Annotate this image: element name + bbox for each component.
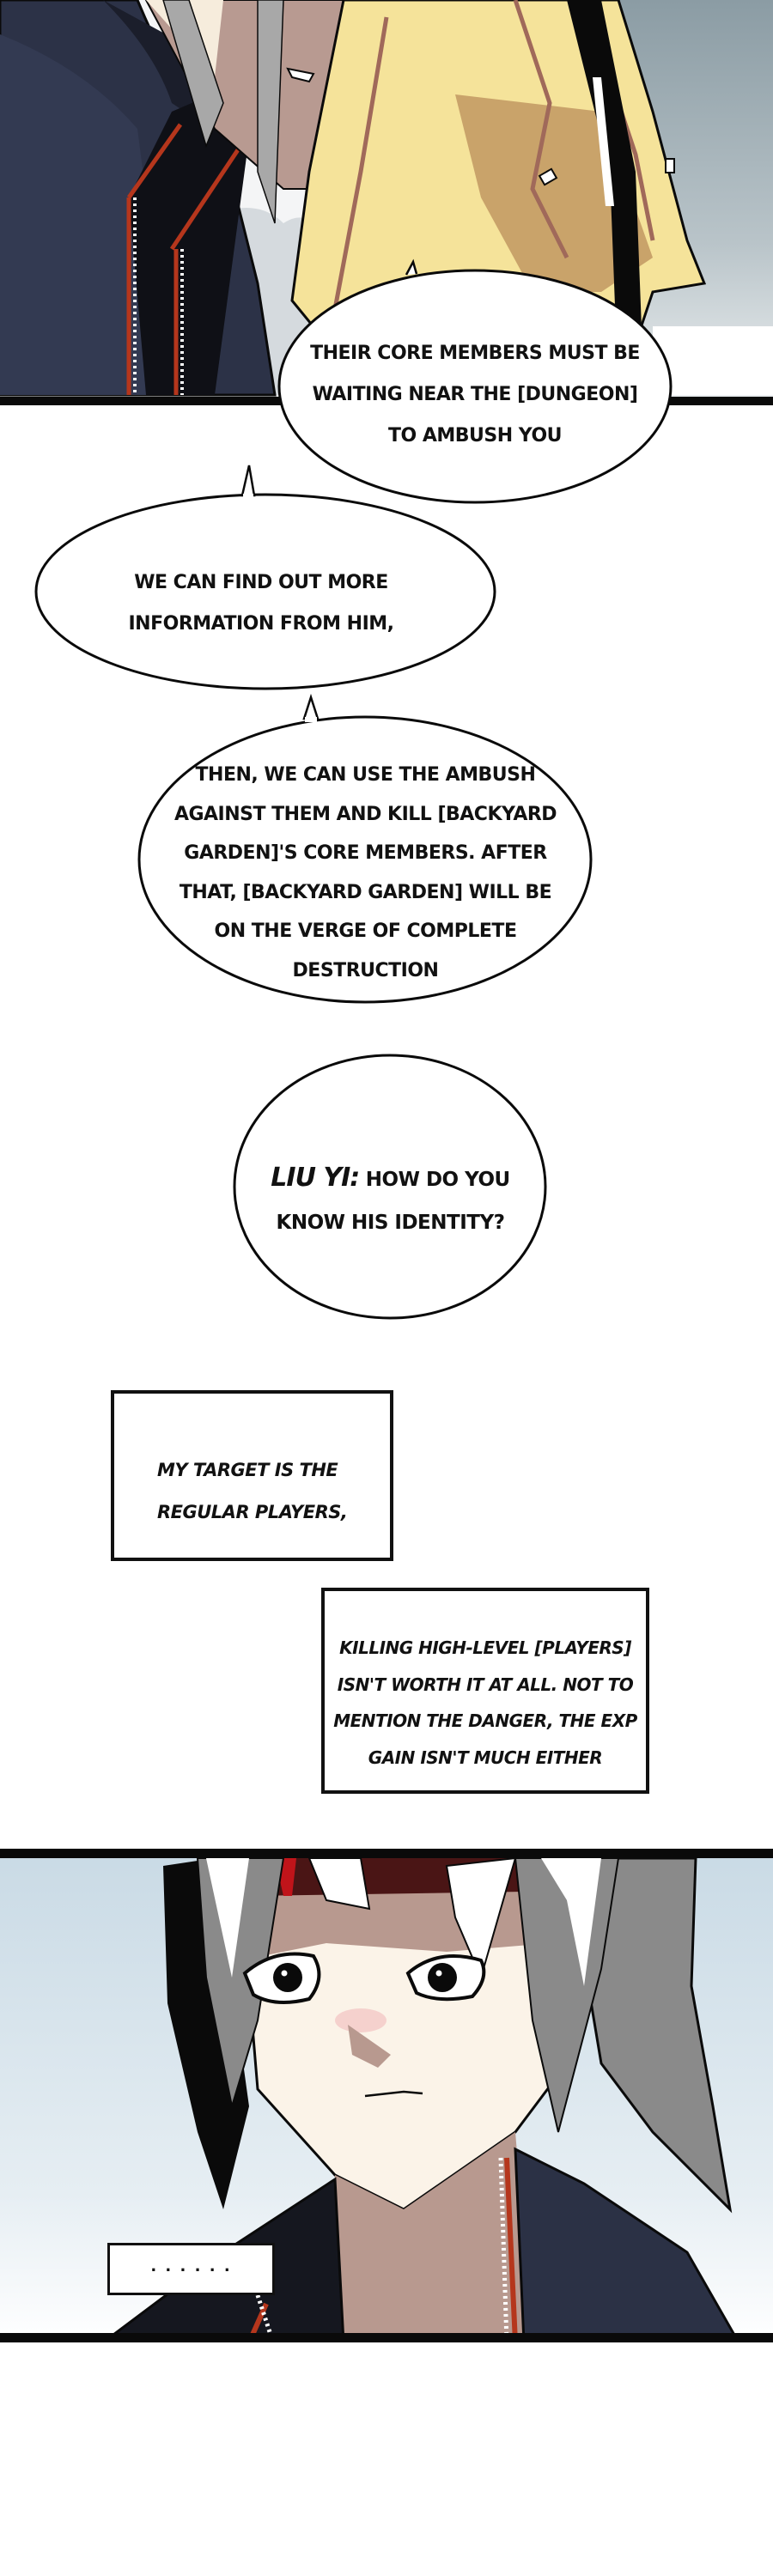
caption-2-line-1: KILLING HIGH-LEVEL [PLAYERS] <box>339 1637 631 1658</box>
speech-bubble-1: THEIR CORE MEMBERS MUST BE WAITING NEAR … <box>277 258 673 504</box>
bubble-3-text: THEN, WE CAN USE THE AMBUSH AGAINST THEM… <box>137 756 593 990</box>
bubble-3-line-3: GARDEN]'S CORE MEMBERS. AFTER <box>184 842 547 864</box>
bubble-4-line-1-text: HOW DO YOU <box>365 1169 510 1191</box>
caption-box-2: KILLING HIGH-LEVEL [PLAYERS] ISN'T WORTH… <box>321 1588 649 1794</box>
bubble-4-line-2: KNOW HIS IDENTITY? <box>276 1212 505 1234</box>
bubble-1-text: THEIR CORE MEMBERS MUST BE WAITING NEAR … <box>277 333 673 457</box>
caption-2-line-4: GAIN ISN'T MUCH EITHER <box>368 1747 603 1768</box>
page-bottom-whitespace <box>0 2342 773 2576</box>
panel-bottom-top-border <box>0 1849 773 1858</box>
bubble-2-outline <box>34 465 496 690</box>
bubble-2-text: WE CAN FIND OUT MORE INFORMATION FROM HI… <box>26 562 496 645</box>
bubble-3-outline <box>137 693 593 1004</box>
bubble-1-outline <box>277 258 673 504</box>
bubble-1-line-1: THEIR CORE MEMBERS MUST BE <box>310 343 640 364</box>
bubble-2-line-2: INFORMATION FROM HIM, <box>128 613 394 635</box>
caption-1-line-1: MY TARGET IS THE <box>157 1460 338 1480</box>
caption-3-text: . . . . . . <box>150 2257 232 2275</box>
caption-2-line-3: MENTION THE DANGER, THE EXP <box>333 1710 637 1731</box>
bubble-3-line-1: THEN, WE CAN USE THE AMBUSH <box>195 764 536 786</box>
panel-bottom-bottom-border <box>0 2333 773 2342</box>
bubble-4-outline <box>233 1054 547 1320</box>
bubble-3-line-6: DESTRUCTION <box>292 959 439 981</box>
speech-bubble-2: WE CAN FIND OUT MORE INFORMATION FROM HI… <box>34 465 496 690</box>
speech-bubble-4: LIU YI: HOW DO YOU KNOW HIS IDENTITY? <box>233 1054 547 1320</box>
caption-2-text: KILLING HIGH-LEVEL [PLAYERS] ISN'T WORTH… <box>325 1630 646 1776</box>
caption-1-text: MY TARGET IS THE REGULAR PLAYERS, <box>157 1449 348 1534</box>
bubble-2-line-1: WE CAN FIND OUT MORE <box>134 572 388 593</box>
bubble-4-text: LIU YI: HOW DO YOU KNOW HIS IDENTITY? <box>234 1157 547 1244</box>
bubble-4-line-1: LIU YI: HOW DO YOU <box>234 1157 547 1201</box>
bubble-1-line-3: TO AMBUSH YOU <box>387 425 563 447</box>
speech-bubble-3: THEN, WE CAN USE THE AMBUSH AGAINST THEM… <box>137 693 593 1005</box>
caption-box-1: MY TARGET IS THE REGULAR PLAYERS, <box>111 1390 393 1561</box>
bubble-3-line-5: ON THE VERGE OF COMPLETE <box>214 920 517 942</box>
caption-box-3-ellipsis: . . . . . . <box>107 2243 275 2295</box>
bubble-3-line-4: THAT, [BACKYARD GARDEN] WILL BE <box>179 881 552 903</box>
panel-bottom-character-closeup: . . . . . . <box>0 1849 773 2342</box>
speaker-name: LIU YI: <box>271 1163 360 1193</box>
caption-1-line-2: REGULAR PLAYERS, <box>157 1502 348 1522</box>
bubble-3-line-2: AGAINST THEM AND KILL [BACKYARD <box>173 803 557 825</box>
caption-2-line-2: ISN'T WORTH IT AT ALL. NOT TO <box>337 1674 634 1695</box>
bubble-1-line-2: WAITING NEAR THE [DUNGEON] <box>312 384 638 405</box>
